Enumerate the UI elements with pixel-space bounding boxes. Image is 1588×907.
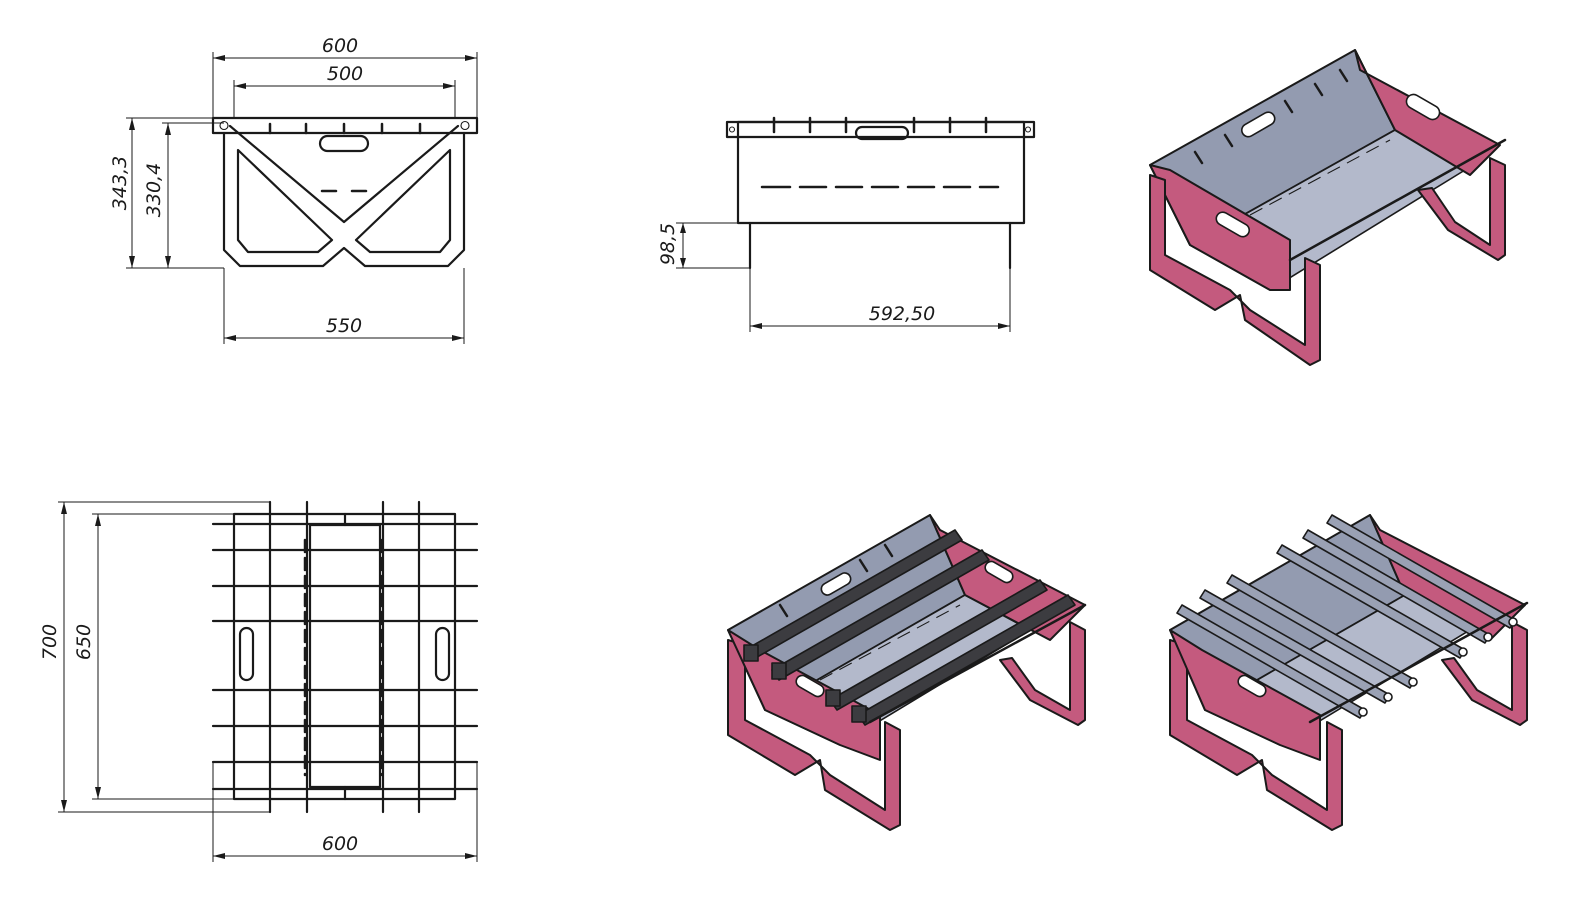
front-view: 600 500 343,3 330,4 550 xyxy=(109,35,479,344)
top-view: 700 650 600 xyxy=(39,500,479,862)
dim-front-base-width: 550 xyxy=(326,315,362,337)
isometric-grill-skewers-flat xyxy=(727,514,1087,831)
dim-front-total-height: 343,3 xyxy=(109,156,131,210)
dim-side-leg-height: 98,5 xyxy=(657,223,679,265)
dim-side-length: 592,50 xyxy=(869,303,935,325)
side-view: 98,5 592,50 xyxy=(657,116,1036,332)
isometric-grill-empty xyxy=(1149,49,1507,366)
dim-front-inner-width: 500 xyxy=(327,63,363,85)
dim-front-body-height: 330,4 xyxy=(143,163,165,217)
dim-top-body-depth: 650 xyxy=(73,624,95,660)
dim-top-overall-depth: 700 xyxy=(39,624,61,660)
isometric-grill-skewers-edge xyxy=(1169,514,1529,831)
dim-front-overall-width: 600 xyxy=(322,35,358,57)
dim-top-width: 600 xyxy=(322,833,358,855)
